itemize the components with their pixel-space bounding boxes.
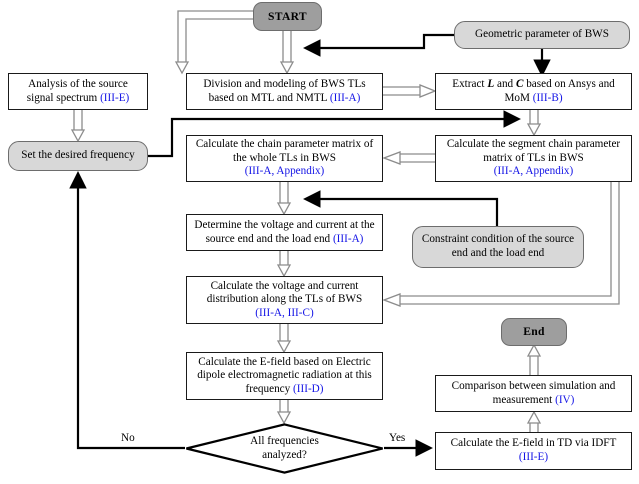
idft-line1: Calculate the E-field in TD via IDFT <box>450 437 617 450</box>
division-modeling-line2: based on MTL and NMTL <box>208 91 330 104</box>
node-extract-l-c[interactable]: Extract L and C based on Ansys and MoM (… <box>435 73 632 110</box>
chain-segment-ref: (III-A, Appendix) <box>493 165 574 178</box>
constraint-line2: end and the load end <box>451 247 545 259</box>
node-end-label: End <box>523 325 545 339</box>
extract-lc-line2: MoM <box>504 91 533 104</box>
comparison-line2: measurement <box>492 393 556 406</box>
solid-edges <box>69 33 551 457</box>
determine-ref: (III-A) <box>332 232 364 245</box>
node-geometric-parameter-label: Geometric parameter of BWS <box>475 28 609 41</box>
efield-line3: frequency <box>245 382 294 395</box>
extract-lc-prefix: Extract <box>452 77 488 90</box>
analysis-source-line2: signal spectrum <box>26 91 101 104</box>
determine-line2: source end and the load end <box>205 232 333 245</box>
distribution-line1: Calculate the voltage and current <box>210 279 359 292</box>
extract-lc-suffix: based on Ansys and <box>523 77 615 90</box>
node-division-modeling[interactable]: Division and modeling of BWS TLs based o… <box>186 73 383 110</box>
edge-label-no: No <box>121 432 135 444</box>
chain-whole-line1: Calculate the chain parameter matrix of <box>195 138 374 151</box>
node-comparison[interactable]: Comparison between simulation and measur… <box>435 375 632 412</box>
node-calculate-distribution[interactable]: Calculate the voltage and current distri… <box>186 276 383 324</box>
analysis-source-line1: Analysis of the source <box>28 77 128 90</box>
distribution-ref: (III-A, III-C) <box>255 306 314 319</box>
extract-lc-L: L <box>487 77 495 90</box>
chain-whole-line2: the whole TLs in BWS <box>233 151 336 164</box>
decision-line1: All frequencies <box>250 434 319 447</box>
node-set-desired-frequency-label: Set the desired frequency <box>21 149 135 162</box>
edge-label-yes: Yes <box>389 432 406 444</box>
comparison-line1: Comparison between simulation and <box>451 379 616 392</box>
distribution-line2: distribution along the TLs of BWS <box>206 293 363 306</box>
division-modeling-line1: Division and modeling of BWS TLs <box>203 77 366 90</box>
node-start[interactable]: START <box>253 2 322 31</box>
division-modeling-ref: (III-A) <box>329 91 361 104</box>
comparison-ref: (IV) <box>555 393 575 406</box>
determine-line1: Determine the voltage and current at the <box>194 218 375 231</box>
efield-ref: (III-D) <box>293 382 324 395</box>
node-end[interactable]: End <box>501 318 567 346</box>
hollow-edges <box>70 10 620 432</box>
chain-whole-ref: (III-A, Appendix) <box>244 165 325 178</box>
node-constraint-condition[interactable]: Constraint condition of the source end a… <box>412 226 584 268</box>
node-set-desired-frequency[interactable]: Set the desired frequency <box>8 141 148 171</box>
idft-ref: (III-E) <box>518 451 549 463</box>
efield-line2: dipole electromagnetic radiation at this <box>197 369 372 382</box>
constraint-line1: Constraint condition of the source <box>421 233 575 246</box>
decision-line2: analyzed? <box>262 448 307 461</box>
chain-segment-line2: matrix of TLs in BWS <box>483 151 584 164</box>
node-chain-matrix-segment[interactable]: Calculate the segment chain parameter ma… <box>435 135 632 182</box>
node-calculate-idft[interactable]: Calculate the E-field in TD via IDFT (II… <box>435 432 632 470</box>
extract-lc-C: C <box>515 77 524 90</box>
extract-lc-and: and <box>494 77 516 90</box>
node-analysis-source-spectrum[interactable]: Analysis of the source signal spectrum (… <box>8 73 148 110</box>
efield-line1: Calculate the E-field based on Electric <box>198 355 371 368</box>
node-start-label: START <box>268 9 307 23</box>
analysis-source-ref: (III-E) <box>100 91 130 104</box>
node-decision-all-frequencies[interactable]: All frequencies analyzed? <box>185 423 384 474</box>
extract-lc-ref: (III-B) <box>532 91 563 104</box>
chain-segment-line1: Calculate the segment chain parameter <box>446 138 621 151</box>
node-geometric-parameter[interactable]: Geometric parameter of BWS <box>454 21 630 49</box>
decision-diamond-shape <box>186 423 383 474</box>
node-calculate-efield[interactable]: Calculate the E-field based on Electric … <box>186 352 383 400</box>
node-chain-matrix-whole[interactable]: Calculate the chain parameter matrix of … <box>186 135 383 182</box>
node-determine-voltage-current[interactable]: Determine the voltage and current at the… <box>186 214 383 251</box>
